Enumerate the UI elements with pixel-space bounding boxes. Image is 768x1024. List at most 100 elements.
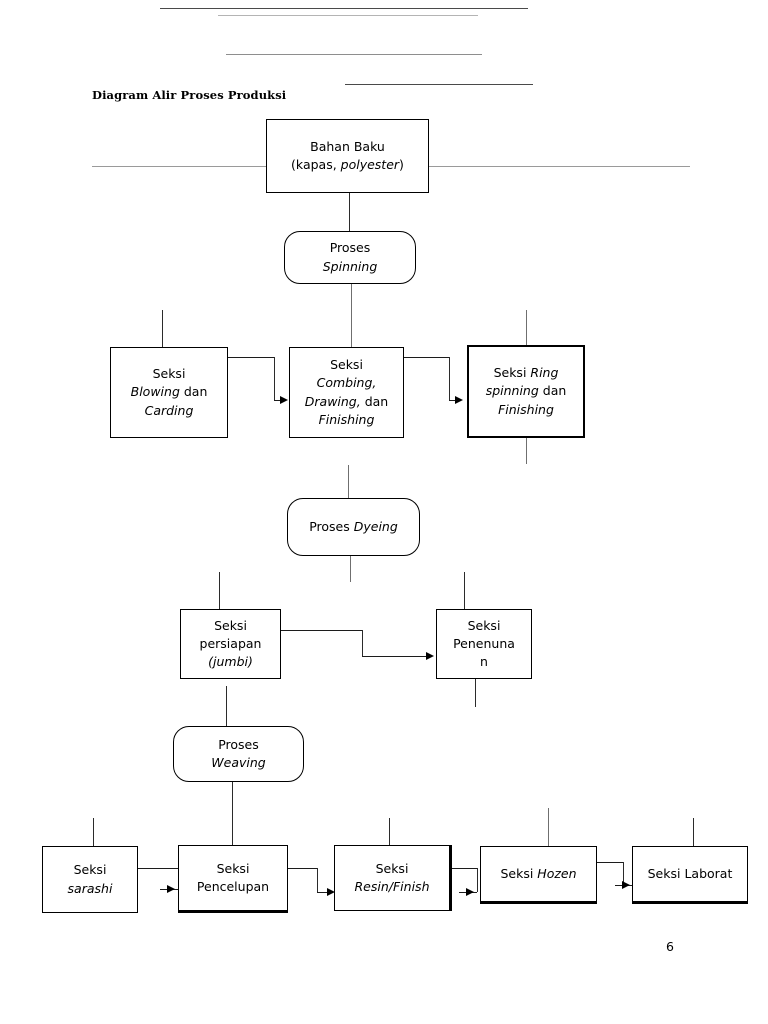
combing-line-3-post: dan [360, 393, 389, 409]
connector-to-dyeing [348, 465, 349, 500]
node-seksi-combing-drawing-finishing[interactable]: Seksi Combing, Drawing, dan Finishing [289, 347, 404, 438]
ring-line-2-post: dan [538, 383, 567, 399]
node-seksi-blowing-label: Seksi Blowing dan Carding [127, 365, 212, 419]
dyeing-line-1-em: Dyeing [353, 518, 398, 534]
bahan-baku-line-1: Bahan Baku [310, 138, 385, 154]
node-seksi-pencelupan[interactable]: Seksi Pencelupan [178, 845, 288, 913]
scan-artifact-line-4 [345, 84, 533, 85]
node-seksi-laborat-label: Seksi Laborat [644, 865, 737, 883]
node-seksi-ring-spinning-finishing[interactable]: Seksi Ring spinning dan Finishing [467, 345, 585, 438]
dyeing-line-1-pre: Proses [309, 518, 354, 534]
arrow-hozen-to-laborat-seg1 [597, 862, 624, 863]
scan-artifact-line-3 [226, 54, 482, 55]
pencelupan-line-1: Seksi [216, 860, 250, 876]
proses-spinning-line-2-em: Spinning [322, 258, 378, 274]
blowing-line-3-em: Carding [144, 402, 194, 418]
node-proses-dyeing-label: Proses Dyeing [305, 518, 402, 536]
node-seksi-persiapan-jumbi[interactable]: Seksi persiapan (jumbi) [180, 609, 281, 679]
node-seksi-persiapan-label: Seksi persiapan (jumbi) [196, 617, 266, 671]
node-proses-dyeing[interactable]: Proses Dyeing [287, 498, 420, 556]
pencelupan-line-2: Pencelupan [196, 879, 270, 894]
node-seksi-sarashi-label: Seksi sarashi [64, 861, 117, 897]
connector-weaving-to-pencelupan [232, 782, 233, 845]
stub-above-ring-spinning [526, 310, 527, 348]
blowing-line-1: Seksi [152, 366, 186, 382]
combing-line-2-em: Combing, [316, 375, 377, 391]
scan-artifact-line-2 [218, 15, 478, 16]
blowing-line-2-post: dan [179, 384, 208, 400]
node-seksi-laborat[interactable]: Seksi Laborat [632, 846, 748, 904]
blowing-line-2-em: Blowing [130, 384, 180, 400]
arrowhead-pencelupan-to-resin [327, 888, 335, 896]
stub-below-dyeing [350, 556, 351, 582]
node-bahan-baku[interactable]: Bahan Baku (kapas, polyester) [266, 119, 429, 193]
combing-line-3-em: Drawing, [304, 393, 361, 409]
node-seksi-resin-label: Seksi Resin/Finish [351, 860, 434, 896]
stub-above-laborat [693, 818, 694, 846]
penenunan-line-1: Seksi [467, 617, 501, 633]
node-seksi-penenunan[interactable]: Seksi Penenuna n [436, 609, 532, 679]
arrow-blowing-to-combing-seg1 [228, 357, 275, 358]
ring-line-3-em: Finishing [498, 401, 554, 417]
arrowhead-sarashi-to-pencelupan [167, 885, 175, 893]
hozen-line-1-pre: Seksi [500, 865, 538, 881]
arrowhead-persiapan-to-penenunan [426, 652, 434, 660]
connector-persiapan-to-weaving [226, 686, 227, 726]
node-proses-weaving[interactable]: Proses Weaving [173, 726, 304, 782]
hozen-line-1-em: Hozen [537, 865, 577, 881]
node-proses-weaving-label: Proses Weaving [207, 736, 269, 772]
persiapan-line-2: persiapan [199, 635, 262, 651]
arrow-pencelupan-to-resin-seg3 [317, 892, 333, 893]
arrowhead-hozen-to-laborat [622, 881, 630, 889]
arrowhead-blowing-to-combing [280, 396, 288, 404]
weaving-line-2-em: Weaving [211, 755, 266, 770]
arrow-combing-to-ring-seg2 [449, 357, 450, 400]
resin-line-1: Seksi [375, 860, 409, 876]
bahan-baku-line-2-pre: (kapas, [291, 157, 341, 172]
page-number: 6 [666, 939, 674, 954]
node-proses-spinning[interactable]: Proses Spinning [284, 231, 416, 284]
stub-above-persiapan [219, 572, 220, 609]
arrow-resin-to-hozen-seg1 [452, 868, 478, 869]
stub-above-resin [389, 818, 390, 845]
page-title: Diagram Alir Proses Produksi [92, 88, 287, 102]
laborat-line-1: Seksi Laborat [647, 865, 733, 881]
node-seksi-penenunan-label: Seksi Penenuna n [449, 617, 519, 671]
node-bahan-baku-label: Bahan Baku (kapas, polyester) [287, 138, 408, 174]
scan-artifact-line-1 [160, 8, 528, 9]
ring-line-1-em: Ring [530, 365, 559, 381]
ring-line-1-pre: Seksi [493, 365, 531, 381]
arrow-sarashi-to-pencelupan-seg1 [138, 868, 184, 869]
bahan-baku-line-2-post: ) [399, 157, 404, 172]
penenunan-line-3: n [480, 654, 488, 670]
stub-above-sarashi [93, 818, 94, 846]
combing-line-4-em: Finishing [318, 411, 375, 427]
node-seksi-pencelupan-label: Seksi Pencelupan [193, 860, 273, 896]
combing-line-1: Seksi [330, 357, 363, 373]
node-seksi-sarashi[interactable]: Seksi sarashi [42, 846, 138, 913]
connector-spinning-to-combing [351, 284, 352, 347]
node-seksi-ring-spinning-label: Seksi Ring spinning dan Finishing [482, 364, 571, 418]
node-seksi-hozen-label: Seksi Hozen [496, 865, 580, 883]
stub-above-hozen [548, 808, 549, 846]
stub-below-penenunan [475, 679, 476, 707]
arrow-hozen-to-laborat-seg2 [623, 862, 624, 885]
node-seksi-hozen[interactable]: Seksi Hozen [480, 846, 597, 904]
arrow-pencelupan-to-resin-seg2 [317, 868, 318, 892]
arrow-persiapan-to-penenunan-seg3 [362, 656, 428, 657]
arrow-combing-to-ring-seg1 [404, 357, 450, 358]
stub-above-blowing [162, 310, 163, 348]
connector-bahanbaku-to-spinning [349, 193, 350, 231]
stub-above-penenunan [464, 572, 465, 609]
node-seksi-resin-finish[interactable]: Seksi Resin/Finish [334, 845, 452, 911]
ring-line-2-em: spinning [485, 383, 539, 399]
arrow-pencelupan-to-resin-seg1 [288, 868, 318, 869]
proses-spinning-line-1: Proses [329, 240, 371, 256]
persiapan-line-1: Seksi [214, 617, 247, 633]
resin-line-2-em: Resin/Finish [354, 879, 430, 894]
sarashi-line-2-em: sarashi [67, 880, 113, 896]
arrow-resin-to-hozen-seg2 [477, 868, 478, 892]
penenunan-line-2: Penenuna [453, 635, 515, 651]
persiapan-line-3-em: (jumbi) [208, 654, 253, 670]
node-seksi-blowing-carding[interactable]: Seksi Blowing dan Carding [110, 347, 228, 438]
